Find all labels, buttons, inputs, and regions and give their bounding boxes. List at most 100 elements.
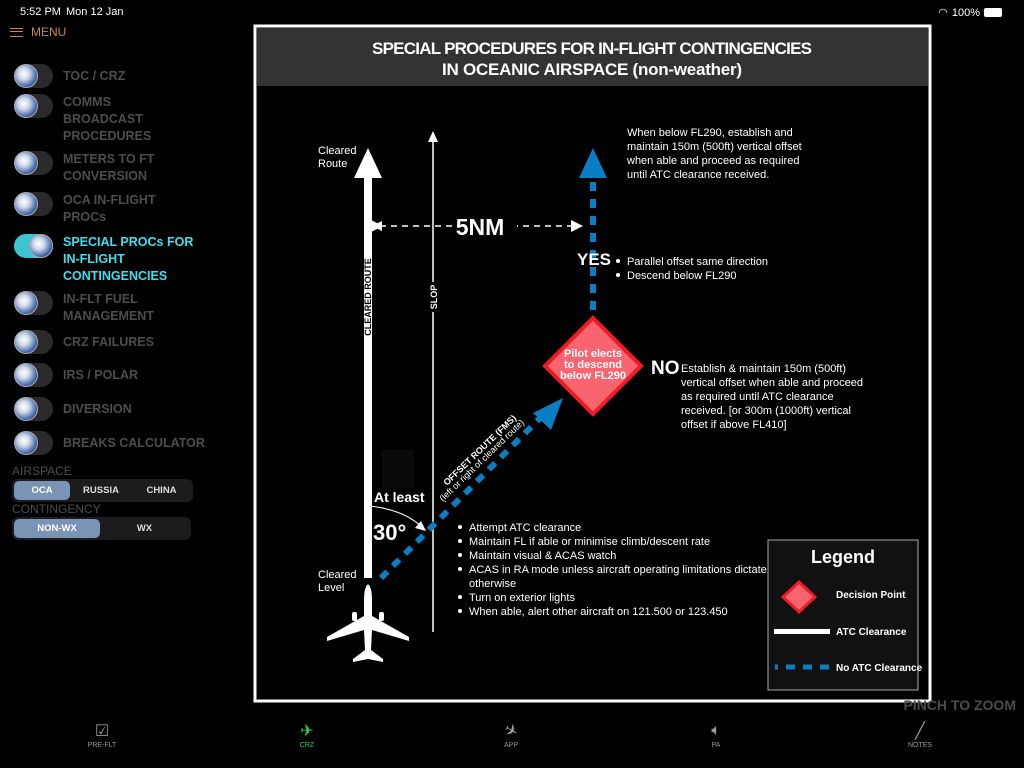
distance-label: 5NM [456, 214, 505, 240]
toggle-switch[interactable] [14, 431, 53, 455]
sidebar-item-toc-crz[interactable]: TOC / CRZ [14, 64, 213, 88]
toggle-switch[interactable] [14, 363, 53, 387]
sidebar-item-label: SPECIAL PROCs FOR IN-FLIGHT CONTINGENCIE… [63, 235, 194, 283]
angle-label: 30° [373, 520, 406, 545]
tab-label: APP [503, 742, 518, 749]
decision-diamond [542, 315, 644, 417]
menu-button[interactable]: MENU [10, 25, 66, 39]
legend-no-atc-clearance: No ATC Clearance [836, 663, 923, 674]
toggle-switch[interactable] [14, 397, 53, 421]
sidebar-item-label: IN-FLT FUEL MANAGEMENT [63, 292, 154, 323]
cleared-route-label-2: Route [318, 158, 347, 170]
sidebar-item-diversion[interactable]: DIVERSION [14, 397, 213, 421]
toggle-switch[interactable] [14, 94, 53, 118]
status-right: ◠ 100% [938, 6, 1002, 19]
sidebar-item-breaks[interactable]: BREAKS CALCULATOR [14, 431, 223, 455]
tab-label: PRE-FLT [87, 742, 117, 749]
sidebar-item-comms[interactable]: COMMS BROADCAST PROCEDURES [14, 94, 173, 145]
legend-solid-line [774, 629, 830, 634]
contingency-label: CONTINGENCY [12, 502, 101, 516]
sidebar-item-label: CRZ FAILURES [63, 335, 154, 349]
airspace-label: AIRSPACE [12, 464, 72, 478]
sidebar-item-label: BREAKS CALCULATOR [63, 436, 205, 450]
wifi-icon: ◠ [938, 7, 948, 19]
airspace-segmented-control: OCA RUSSIA CHINA [12, 479, 193, 502]
slop-arrowhead [428, 131, 438, 142]
no-note: received. [or 300m (1000ft) vertical [681, 405, 851, 417]
decision-text: below FL290 [560, 370, 626, 382]
logo-icon [29, 234, 53, 258]
toggle-switch[interactable] [14, 64, 53, 88]
diagram-header [257, 28, 928, 86]
diagram-title-line1: SPECIAL PROCEDURES FOR IN-FLIGHT CONTING… [372, 39, 812, 58]
sidebar-item-meters-ft[interactable]: METERS TO FT CONVERSION [14, 151, 173, 185]
tab-notes[interactable]: ╱ NOTES [880, 720, 960, 749]
airplane-icon: ✈ [300, 723, 314, 740]
legend-atc-clearance: ATC Clearance [836, 627, 907, 638]
pinch-to-zoom-hint: PINCH TO ZOOM [903, 697, 1016, 713]
tab-label: CRZ [299, 742, 315, 749]
sidebar-item-label: COMMS BROADCAST PROCEDURES [63, 95, 152, 143]
airspace-china[interactable]: CHINA [146, 485, 177, 496]
sidebar-item-special-procs[interactable]: SPECIAL PROCs FOR IN-FLIGHT CONTINGENCIE… [14, 234, 203, 285]
sidebar-item-irs-polar[interactable]: IRS / POLAR [14, 363, 213, 387]
aircraft-icon [327, 584, 409, 662]
action-item: ACAS in RA mode unless aircraft operatin… [469, 564, 767, 576]
decision-text: Pilot elects [564, 348, 622, 360]
no-note: Establish & maintain 150m (500ft) [681, 363, 846, 375]
airspace-russia[interactable]: RUSSIA [83, 485, 119, 496]
slop-label: SLOP [429, 285, 439, 310]
toggle-switch[interactable] [14, 151, 53, 175]
tab-label: PA [711, 742, 721, 749]
hamburger-icon [10, 27, 23, 37]
no-label: NO [651, 358, 680, 379]
tab-crz[interactable]: ✈ CRZ [267, 720, 347, 749]
no-note: as required until ATC clearance [681, 391, 834, 403]
offset-route-arrowhead [533, 398, 563, 430]
tab-app[interactable]: ✈APP [471, 720, 551, 749]
tab-label: NOTES [907, 742, 933, 749]
sidebar-item-label: DIVERSION [63, 402, 132, 416]
toggle-switch[interactable] [14, 330, 53, 354]
tab-pre-flt[interactable]: ☑PRE-FLT [62, 720, 142, 749]
legend-decision-point: Decision Point [836, 590, 906, 601]
battery-level: 100% [951, 6, 980, 19]
airspace-oca[interactable]: OCA [14, 481, 70, 500]
pencil-icon: ╱ [915, 723, 925, 740]
cleared-route-label: Cleared [318, 145, 357, 157]
sidebar-item-label: METERS TO FT CONVERSION [63, 152, 155, 183]
at-least-label: At least [374, 489, 425, 505]
offset-route-path [378, 410, 548, 581]
toggle-switch[interactable] [14, 234, 53, 258]
action-item: Turn on exterior lights [469, 592, 575, 604]
logo-icon [14, 397, 38, 421]
logo-icon [14, 94, 38, 118]
action-item: Maintain visual & ACAS watch [469, 550, 616, 562]
sidebar-item-crz-failures[interactable]: CRZ FAILURES [14, 330, 213, 354]
sidebar-item-label: OCA IN-FLIGHT PROCs [63, 193, 156, 224]
action-item: When able, alert other aircraft on 121.5… [469, 606, 728, 618]
diagram-title-line2: IN OCEANIC AIRSPACE (non-weather) [442, 60, 742, 79]
sidebar-item-fuel[interactable]: IN-FLT FUEL MANAGEMENT [14, 291, 173, 325]
contingency-non-wx[interactable]: NON-WX [14, 519, 100, 538]
top-note: when able and proceed as required [626, 155, 799, 167]
battery-icon [984, 8, 1002, 17]
yes-bullet: Descend below FL290 [627, 270, 736, 282]
top-note: maintain 150m (500ft) vertical offset [627, 141, 802, 153]
top-note: until ATC clearance received. [627, 169, 769, 181]
contingency-segmented-control: NON-WX WX [12, 517, 191, 540]
cleared-route-arrowhead [354, 148, 382, 178]
legend-title: Legend [811, 547, 875, 567]
contingency-wx[interactable]: WX [136, 523, 153, 534]
logo-icon [14, 64, 38, 88]
toggle-switch[interactable] [14, 192, 53, 216]
sidebar-item-oca-procs[interactable]: OCA IN-FLIGHT PROCs [14, 192, 173, 226]
legend: Legend Decision Point ATC Clearance No A… [767, 539, 923, 691]
tab-pa[interactable]: 🔈︎PA [676, 720, 756, 749]
top-note: When below FL290, establish and [627, 127, 793, 139]
sidebar-item-label: IRS / POLAR [63, 368, 139, 382]
logo-icon [14, 192, 38, 216]
logo-icon [14, 330, 38, 354]
toggle-switch[interactable] [14, 291, 53, 315]
